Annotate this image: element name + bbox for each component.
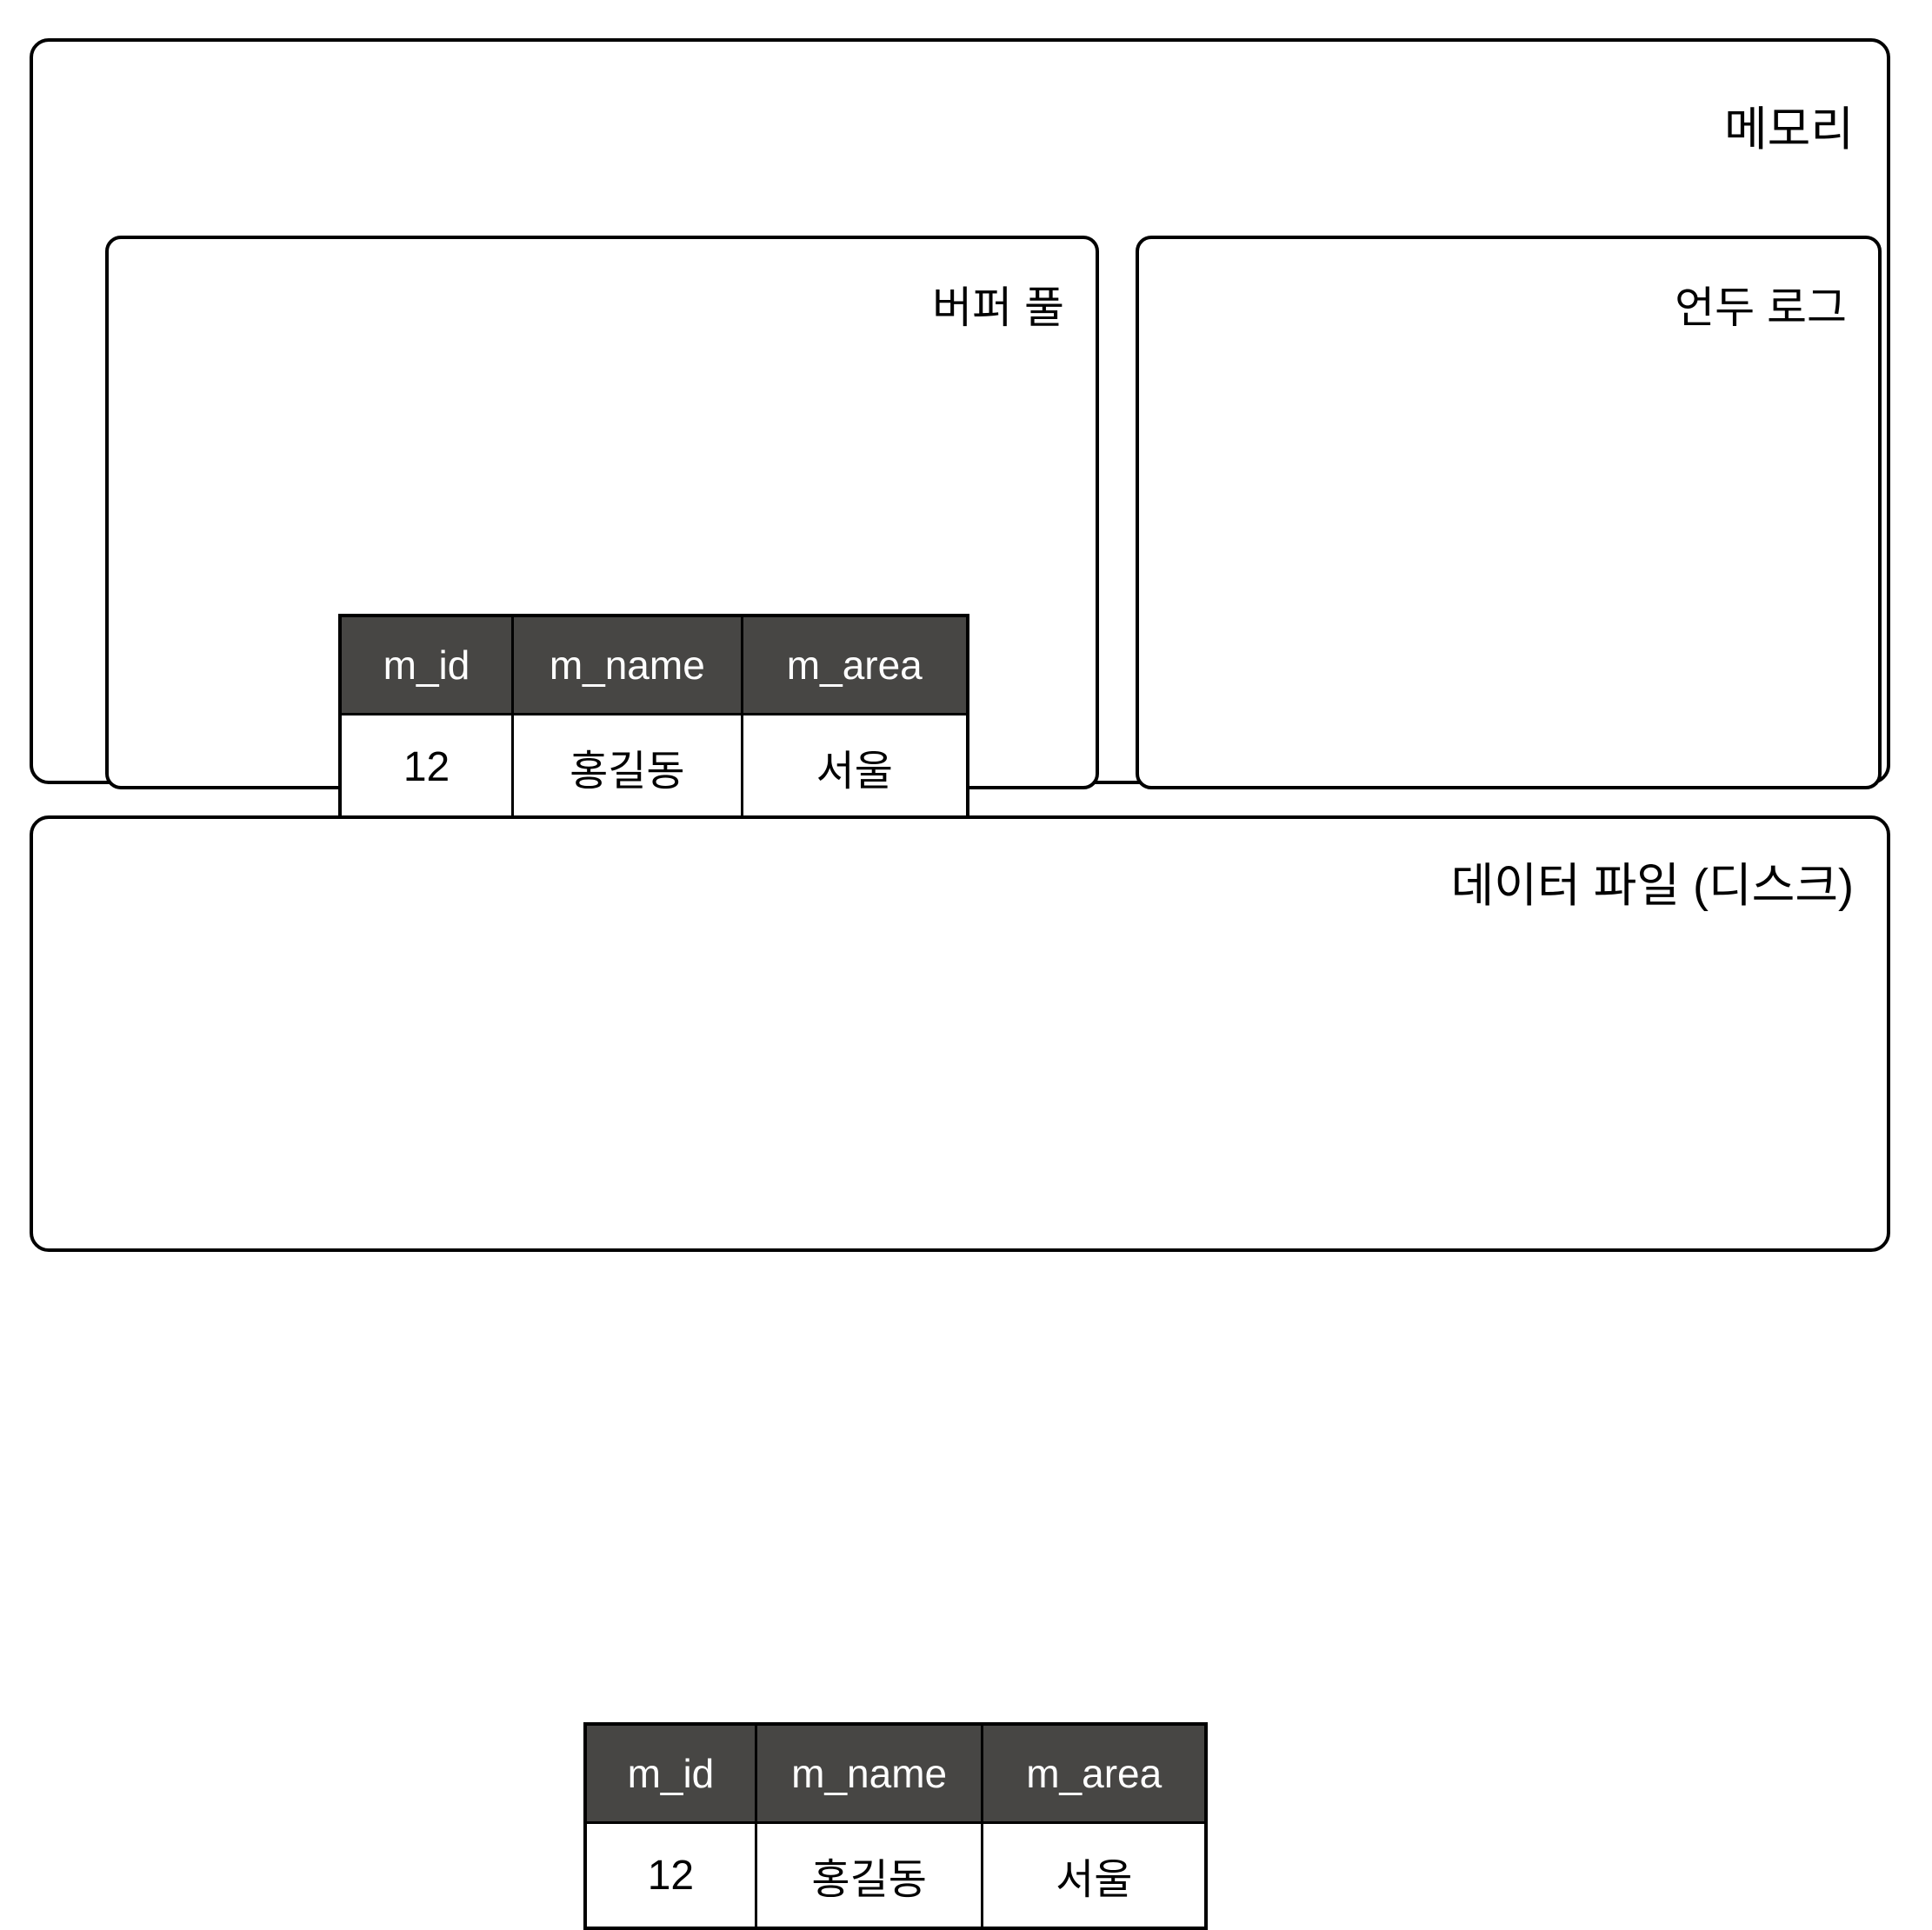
column-header-m-id: m_id (583, 1722, 757, 1824)
undo-log-container: 언두 로그 (1136, 236, 1882, 789)
cell-m-area: 서울 (740, 713, 969, 822)
cell-m-area: 서울 (981, 1821, 1208, 1930)
cell-m-id: 12 (338, 713, 515, 822)
column-header-m-area: m_area (740, 614, 969, 715)
column-header-m-area: m_area (981, 1722, 1208, 1824)
memory-container: 메모리 버퍼 풀 m_id m_name m_area 12 (30, 38, 1890, 822)
table-header-row: m_id m_name m_area (338, 614, 969, 715)
column-header-m-id: m_id (338, 614, 515, 715)
table-row: 12 홍길동 서울 (338, 713, 969, 822)
table-row: 12 홍길동 서울 (583, 1821, 1208, 1930)
buffer-pool-container: 버퍼 풀 m_id m_name m_area 12 홍길동 (105, 236, 1099, 822)
cell-m-name: 홍길동 (511, 713, 743, 822)
cell-m-name: 홍길동 (754, 1821, 984, 1930)
data-file-container: 데이터 파일 (디스크) m_id m_name m_area 12 홍길동 서… (30, 815, 1890, 1930)
memory-title: 메모리 (1723, 103, 1854, 156)
cell-m-id: 12 (583, 1821, 757, 1930)
buffer-pool-title: 버퍼 풀 (932, 283, 1064, 332)
column-header-m-name: m_name (511, 614, 743, 715)
table-header-row: m_id m_name m_area (583, 1722, 1208, 1824)
undo-log-title: 언두 로그 (1675, 283, 1847, 332)
data-file-table: m_id m_name m_area 12 홍길동 서울 (583, 1722, 1208, 1930)
buffer-pool-table: m_id m_name m_area 12 홍길동 서울 (338, 614, 969, 822)
diagram-canvas: 메모리 버퍼 풀 m_id m_name m_area 12 (30, 38, 1890, 1930)
column-header-m-name: m_name (754, 1722, 984, 1824)
data-file-title: 데이터 파일 (디스크) (1450, 860, 1854, 912)
